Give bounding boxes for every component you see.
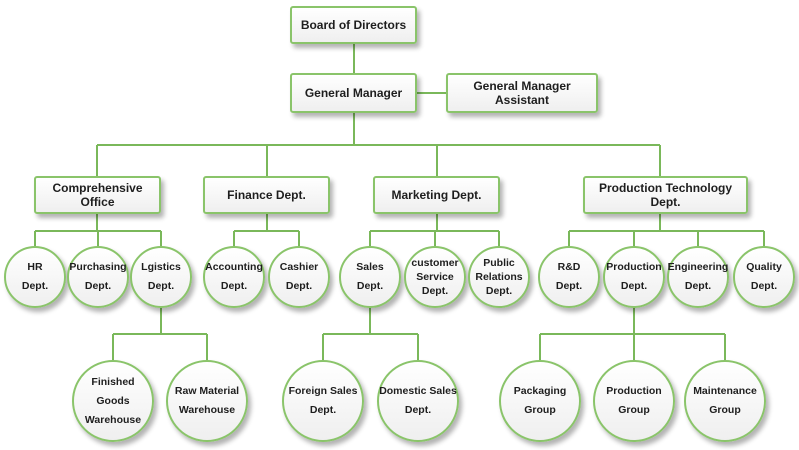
node-purchasing-dept: Purchasing Dept.	[67, 246, 129, 308]
node-finished-goods-warehouse: Finished Goods Warehouse	[72, 360, 154, 442]
node-hr-dept: HR Dept.	[4, 246, 66, 308]
node-comprehensive-office: Comprehensive Office	[34, 176, 161, 214]
node-maintenance-group: Maintenance Group	[684, 360, 766, 442]
node-general-manager: General Manager	[290, 73, 417, 113]
node-raw-material-warehouse: Raw Material Warehouse	[166, 360, 248, 442]
node-packaging-group: Packaging Group	[499, 360, 581, 442]
node-marketing-dept: Marketing Dept.	[373, 176, 500, 214]
node-finance-dept: Finance Dept.	[203, 176, 330, 214]
node-sales-dept: Sales Dept.	[339, 246, 401, 308]
node-quality-dept: Quality Dept.	[733, 246, 795, 308]
node-cashier-dept: Cashier Dept.	[268, 246, 330, 308]
node-rd-dept: R&D Dept.	[538, 246, 600, 308]
node-public-relations-dept: Public Relations Dept.	[468, 246, 530, 308]
node-production-dept: Production Dept.	[603, 246, 665, 308]
node-accounting-dept: Accounting Dept.	[203, 246, 265, 308]
node-customer-service-dept: customer Service Dept.	[404, 246, 466, 308]
node-general-manager-assistant: General Manager Assistant	[446, 73, 598, 113]
node-domestic-sales-dept: Domestic Sales Dept.	[377, 360, 459, 442]
node-board-of-directors: Board of Directors	[290, 6, 417, 44]
node-production-technology-dept: Production Technology Dept.	[583, 176, 748, 214]
node-engineering-dept: Engineering Dept.	[667, 246, 729, 308]
node-logistics-dept: Lgistics Dept.	[130, 246, 192, 308]
node-foreign-sales-dept: Foreign Sales Dept.	[282, 360, 364, 442]
node-production-group: Production Group	[593, 360, 675, 442]
